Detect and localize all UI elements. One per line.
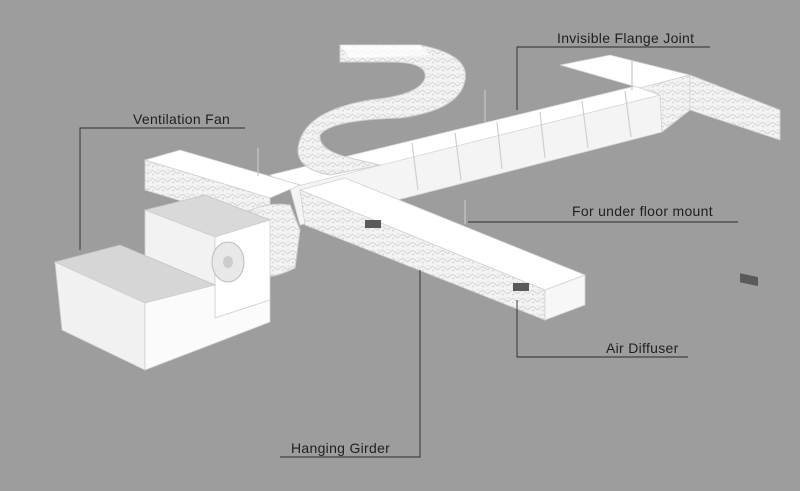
leader-lines (79, 46, 738, 458)
lower-diffuser-vent-1 (365, 220, 381, 228)
label-hanging-girder: Hanging Girder (291, 440, 391, 456)
serpentine-duct (297, 44, 466, 176)
label-ventilation-fan: Ventilation Fan (133, 111, 231, 127)
label-air-diffuser: Air Diffuser (606, 340, 679, 356)
right-diffuser-vent (740, 273, 758, 287)
right-branch-duct (559, 54, 781, 287)
hanging-rods (257, 60, 633, 224)
label-under-floor-mount: For under floor mount (572, 203, 713, 219)
lower-diffuser-vent-2 (513, 283, 529, 291)
label-invisible-flange-joint: Invisible Flange Joint (557, 30, 695, 46)
flange-joints (411, 90, 632, 191)
lower-branch-duct (298, 177, 587, 321)
ventilation-fan-unit (53, 194, 272, 371)
